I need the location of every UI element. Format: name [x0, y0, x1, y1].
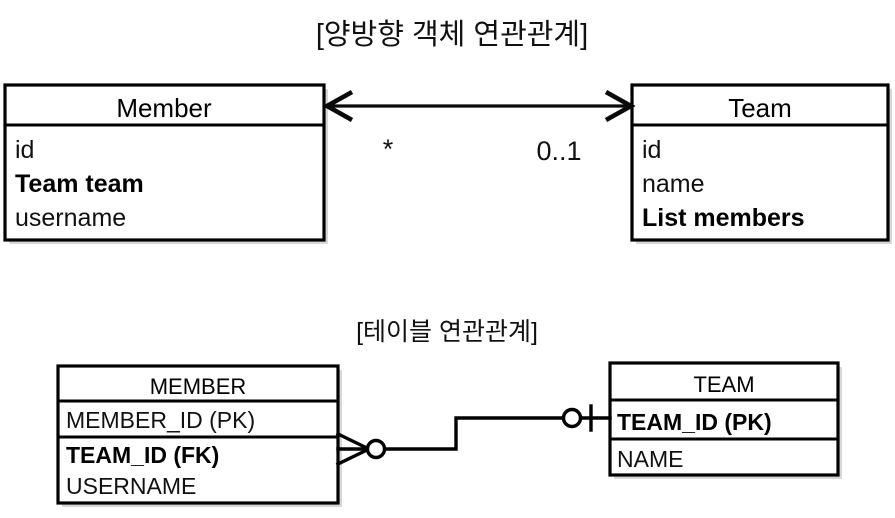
object-model-title: [양방향 객체 연관관계] — [316, 19, 588, 51]
relationship-connector — [335, 404, 612, 467]
table-column: TEAM_ID (FK) — [66, 442, 219, 468]
multiplicity-source: * — [383, 134, 394, 164]
optional-circle-icon — [561, 407, 583, 429]
class-name-team: Team — [728, 93, 792, 123]
crows-foot-icon — [335, 431, 372, 467]
table-column: NAME — [617, 446, 683, 472]
class-attribute: Team team — [15, 170, 144, 198]
class-attribute: username — [15, 204, 126, 232]
optional-circle-icon — [365, 438, 387, 460]
multiplicity-target: 0..1 — [536, 136, 581, 166]
table-column: TEAM_ID (PK) — [617, 409, 772, 435]
class-attribute: name — [642, 170, 705, 198]
class-box-team: Team id name List members — [630, 83, 892, 244]
table-box-team: TEAM TEAM_ID (PK) NAME — [608, 361, 842, 479]
table-model-title: [테이블 연관관계] — [356, 318, 538, 346]
class-attribute: List members — [642, 204, 805, 232]
table-column: MEMBER_ID (PK) — [66, 407, 255, 433]
table-name-member: MEMBER — [150, 374, 247, 399]
class-attribute: id — [642, 136, 661, 164]
class-attribute: id — [15, 136, 34, 164]
class-name-member: Member — [116, 93, 212, 123]
association-bidirectional-arrow — [322, 89, 636, 123]
table-box-member: MEMBER MEMBER_ID (PK) TEAM_ID (FK) USERN… — [56, 364, 342, 507]
table-column: USERNAME — [66, 473, 196, 499]
table-name-team: TEAM — [693, 372, 754, 397]
class-box-member: Member id Team team username — [3, 83, 328, 244]
